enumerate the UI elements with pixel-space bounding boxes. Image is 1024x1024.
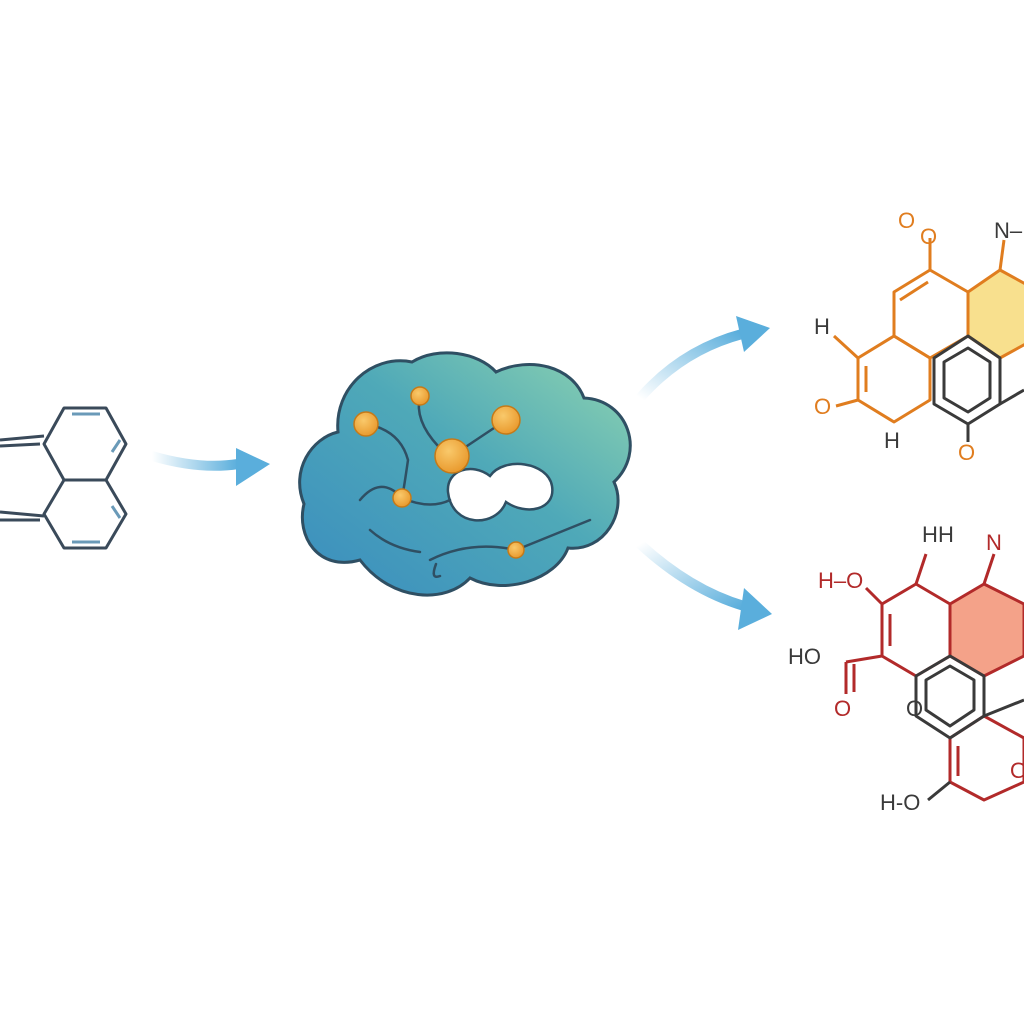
- product-bottom-core-ring: [914, 654, 986, 740]
- atom-label: H–O: [818, 568, 863, 593]
- atom-label: H: [884, 428, 900, 453]
- atom-label: N–: [994, 218, 1023, 243]
- reactant-ring-top: [42, 406, 128, 482]
- atom-label: N: [986, 530, 1002, 555]
- cloud-node: [392, 488, 412, 508]
- catalyst-cloud: [298, 351, 632, 597]
- cloud-node: [507, 541, 525, 559]
- cloud-node: [410, 386, 430, 406]
- product-bottom: H H N H–O HO O O O H-O: [788, 522, 1024, 815]
- cloud-node: [491, 405, 521, 435]
- product-bottom-bond: [983, 698, 1024, 718]
- atom-label: H-O: [880, 790, 920, 815]
- cloud-network-line: [428, 545, 518, 562]
- reactant-inner-bond: [110, 439, 122, 453]
- product-top-ring: [856, 334, 932, 424]
- reactant-substituent-bond: [0, 510, 45, 518]
- reaction-arrow-left: [147, 448, 270, 486]
- atom-label: O: [834, 696, 851, 721]
- product-top-bond: [832, 334, 860, 360]
- product-top-bond: [899, 280, 929, 302]
- cloud-node: [353, 411, 379, 437]
- product-top-core-inner: [942, 346, 992, 414]
- atom-label: H: [922, 522, 938, 547]
- atom-label: O: [906, 696, 923, 721]
- atom-label: O: [1010, 758, 1024, 783]
- product-top-bond: [999, 388, 1024, 406]
- atom-label: HO: [788, 644, 821, 669]
- reactant-molecule: [0, 406, 128, 550]
- reactant-ring-bottom: [42, 478, 128, 550]
- product-top-bond: [998, 239, 1006, 271]
- cloud-pocket: [446, 462, 554, 522]
- atom-label: O: [920, 224, 937, 249]
- cloud-network-line: [368, 528, 422, 554]
- cloud-node: [434, 438, 470, 474]
- product-bottom-bond: [927, 780, 951, 802]
- product-top: O O N– H O H O: [814, 208, 1024, 465]
- product-bottom-bond: [845, 654, 883, 664]
- reaction-arrow-up: [635, 316, 770, 403]
- atom-label: O: [898, 208, 915, 233]
- product-bottom-bond: [982, 553, 996, 585]
- product-top-bond: [835, 398, 859, 408]
- product-bottom-ring-fill: [950, 584, 1024, 676]
- reactant-substituent-bond: [0, 442, 41, 448]
- product-bottom-bond: [864, 586, 884, 606]
- atom-label: O: [814, 394, 831, 419]
- product-top-ring-fill: [968, 270, 1024, 358]
- cloud-network-line: [432, 562, 442, 578]
- atom-label: H: [814, 314, 830, 339]
- atom-label: H: [938, 522, 954, 547]
- product-bottom-bond: [914, 553, 928, 585]
- atom-label: O: [958, 440, 975, 465]
- reaction-arrow-down: [635, 539, 772, 630]
- product-bottom-core-inner: [924, 664, 976, 728]
- reactant-inner-bond: [110, 505, 122, 519]
- reactant-substituent-bond: [0, 434, 45, 442]
